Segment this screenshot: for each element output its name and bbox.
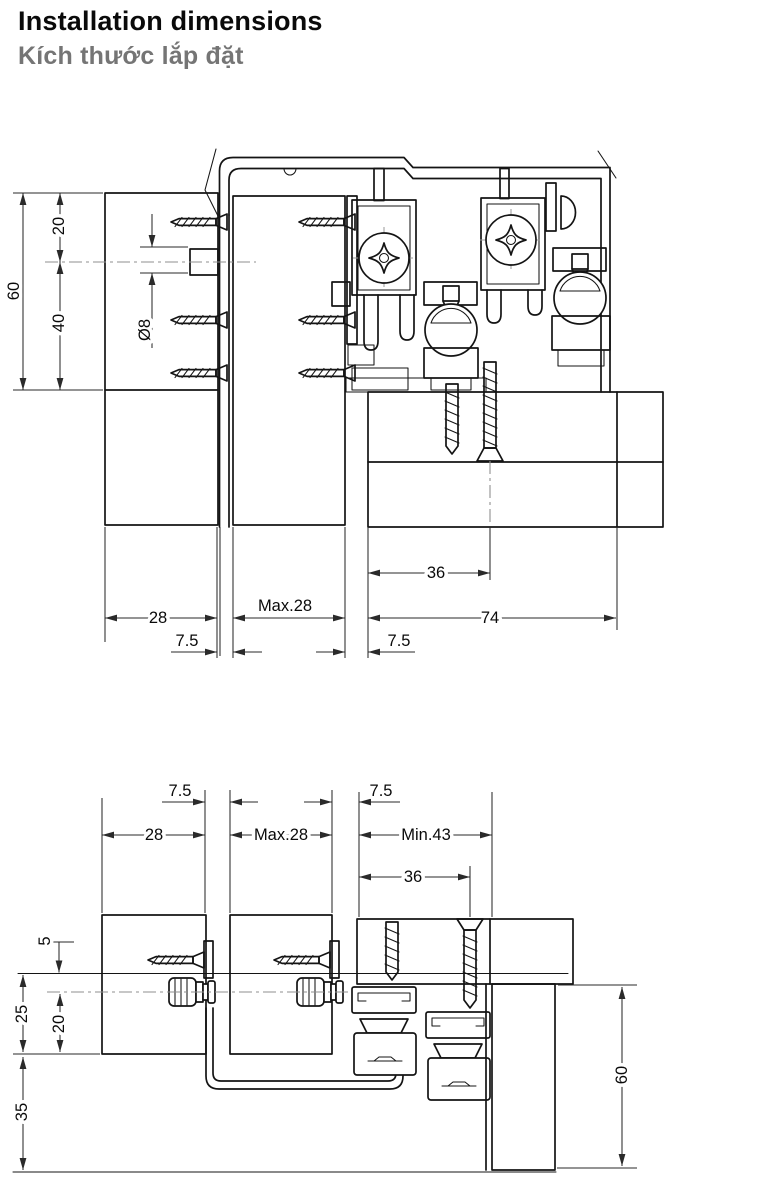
fig1-adjust-screw-2 <box>479 208 543 272</box>
dim-label-edge-distance: 5 <box>36 936 54 945</box>
fig1-hanger-plate <box>346 195 358 345</box>
dim-label-total-height: 60 <box>5 282 23 300</box>
dim-label-roller-distance: 20 <box>50 1015 68 1033</box>
fig1-centerlines <box>45 261 491 522</box>
fig2-side-panel <box>491 983 556 1171</box>
fig1-break-line-right <box>597 150 617 179</box>
figure-bottom: 7.5 7.5 28 Max.28 Min.43 36 5 25 20 35 6… <box>10 779 637 1173</box>
fig2-structure <box>12 914 574 1173</box>
dim-label-right-width: 74 <box>481 609 499 627</box>
page-subtitle: Kích thước lắp đặt <box>18 42 244 70</box>
fig1-cover-inner <box>228 167 602 393</box>
dim-label-reveal-left: 7.5 <box>176 632 199 650</box>
dim-label-floor-clearance: 35 <box>13 1103 31 1121</box>
fig1-hanger-bracket-1 <box>351 199 417 296</box>
fig2-guide-block-2 <box>425 1011 491 1101</box>
fig1-hanger-bracket-2 <box>480 197 546 291</box>
fig2-guide-bracket <box>205 1007 404 1090</box>
fig2-guide-block-1 <box>351 986 417 1076</box>
fig2-dimensions <box>13 790 637 1170</box>
fig1-roller-2 <box>553 253 607 325</box>
dim-label-hole-diameter: Ø8 <box>136 319 154 341</box>
fig2-board-screw-b <box>456 918 484 931</box>
fig1-top-board <box>367 391 664 528</box>
fig1-cover-outer <box>218 156 611 393</box>
fig1-left-panel <box>104 192 219 526</box>
fig1-door-panel <box>232 195 346 526</box>
dim-label-reveal-right-2: 7.5 <box>370 782 393 800</box>
fig1-board-screw-a <box>445 383 459 455</box>
fig1-structure <box>104 148 664 528</box>
dim-label-upper-height: 20 <box>50 217 68 235</box>
dim-label-screw-offset: 36 <box>427 564 445 582</box>
fig1-labels: 60 20 40 Ø8 36 28 Max.28 74 7.5 7.5 <box>2 213 503 653</box>
fig1-adjust-screw-1 <box>352 226 416 290</box>
fig2-labels: 7.5 7.5 28 Max.28 Min.43 36 5 25 20 35 6… <box>10 779 635 1125</box>
dim-label-middle-panel-width: Max.28 <box>258 597 312 615</box>
dim-label-right-width-2: Min.43 <box>401 826 451 844</box>
page-title: Installation dimensions <box>18 6 323 36</box>
dim-label-screw-offset-2: 36 <box>404 868 422 886</box>
fig2-board-screw-a <box>385 921 399 981</box>
fig1-dimensions <box>13 192 618 658</box>
dim-label-lower-height: 40 <box>50 314 68 332</box>
dim-label-middle-panel-width-2: Max.28 <box>254 826 308 844</box>
dim-label-reveal-right: 7.5 <box>388 632 411 650</box>
dim-label-panel-height: 60 <box>613 1066 631 1084</box>
fig1-stop-bumper <box>545 182 557 232</box>
figure-top: 60 20 40 Ø8 36 28 Max.28 74 7.5 7.5 <box>2 148 664 658</box>
dim-label-axis-distance: 25 <box>13 1005 31 1023</box>
dim-label-left-panel-width: 28 <box>149 609 167 627</box>
fig2-bottom-board <box>356 918 574 985</box>
fig1-break-line-left <box>204 148 219 217</box>
dim-label-left-panel-width-2: 28 <box>145 826 163 844</box>
dim-label-reveal-left-2: 7.5 <box>169 782 192 800</box>
fig1-roller-1 <box>424 285 478 357</box>
